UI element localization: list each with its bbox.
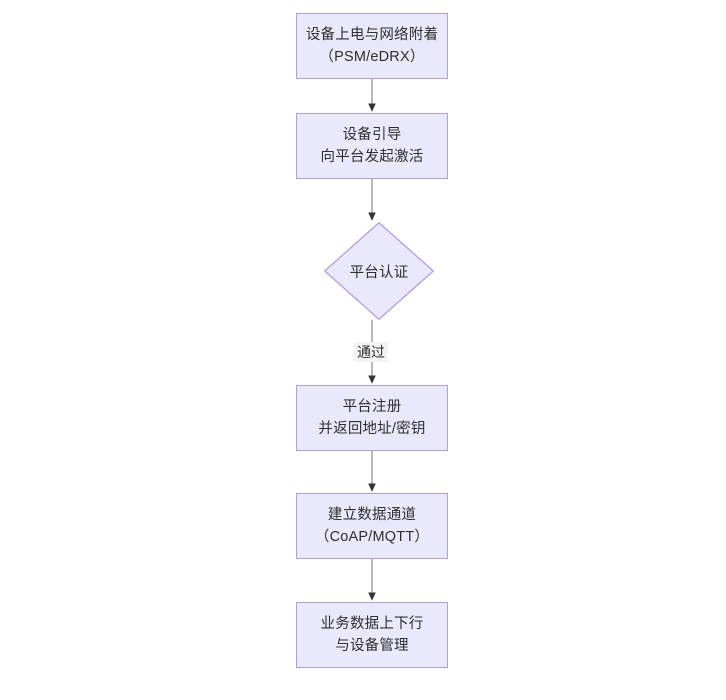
node-label-line: （PSM/eDRX）: [319, 49, 425, 65]
node-power-on-network-attach[interactable]: 设备上电与网络附着 （PSM/eDRX）: [296, 13, 448, 79]
node-device-bootstrap-activation[interactable]: 设备引导 向平台发起激活: [296, 113, 448, 179]
node-label-line: 平台认证: [349, 264, 409, 281]
node-label-line: 建立数据通道: [327, 506, 417, 523]
node-label-line: 向平台发起激活: [320, 149, 424, 165]
node-label-line: 设备引导: [342, 126, 402, 143]
node-platform-authentication[interactable]: 平台认证: [324, 222, 434, 320]
node-label-line: 与设备管理: [335, 638, 409, 654]
node-label-line: 设备上电与网络附着: [305, 26, 439, 43]
node-label-line: 业务数据上下行: [320, 615, 424, 632]
node-label-line: 并返回地址/密钥: [318, 421, 426, 437]
node-label-line: （CoAP/MQTT）: [314, 529, 430, 545]
diamond-shape: [324, 222, 434, 320]
node-platform-registration[interactable]: 平台注册 并返回地址/密钥: [296, 385, 448, 451]
node-establish-data-channel[interactable]: 建立数据通道 （CoAP/MQTT）: [296, 493, 448, 559]
node-label-line: 平台注册: [342, 398, 402, 415]
node-business-data-and-device-management[interactable]: 业务数据上下行 与设备管理: [296, 602, 448, 668]
edge-label-pass: 通过: [354, 342, 388, 363]
